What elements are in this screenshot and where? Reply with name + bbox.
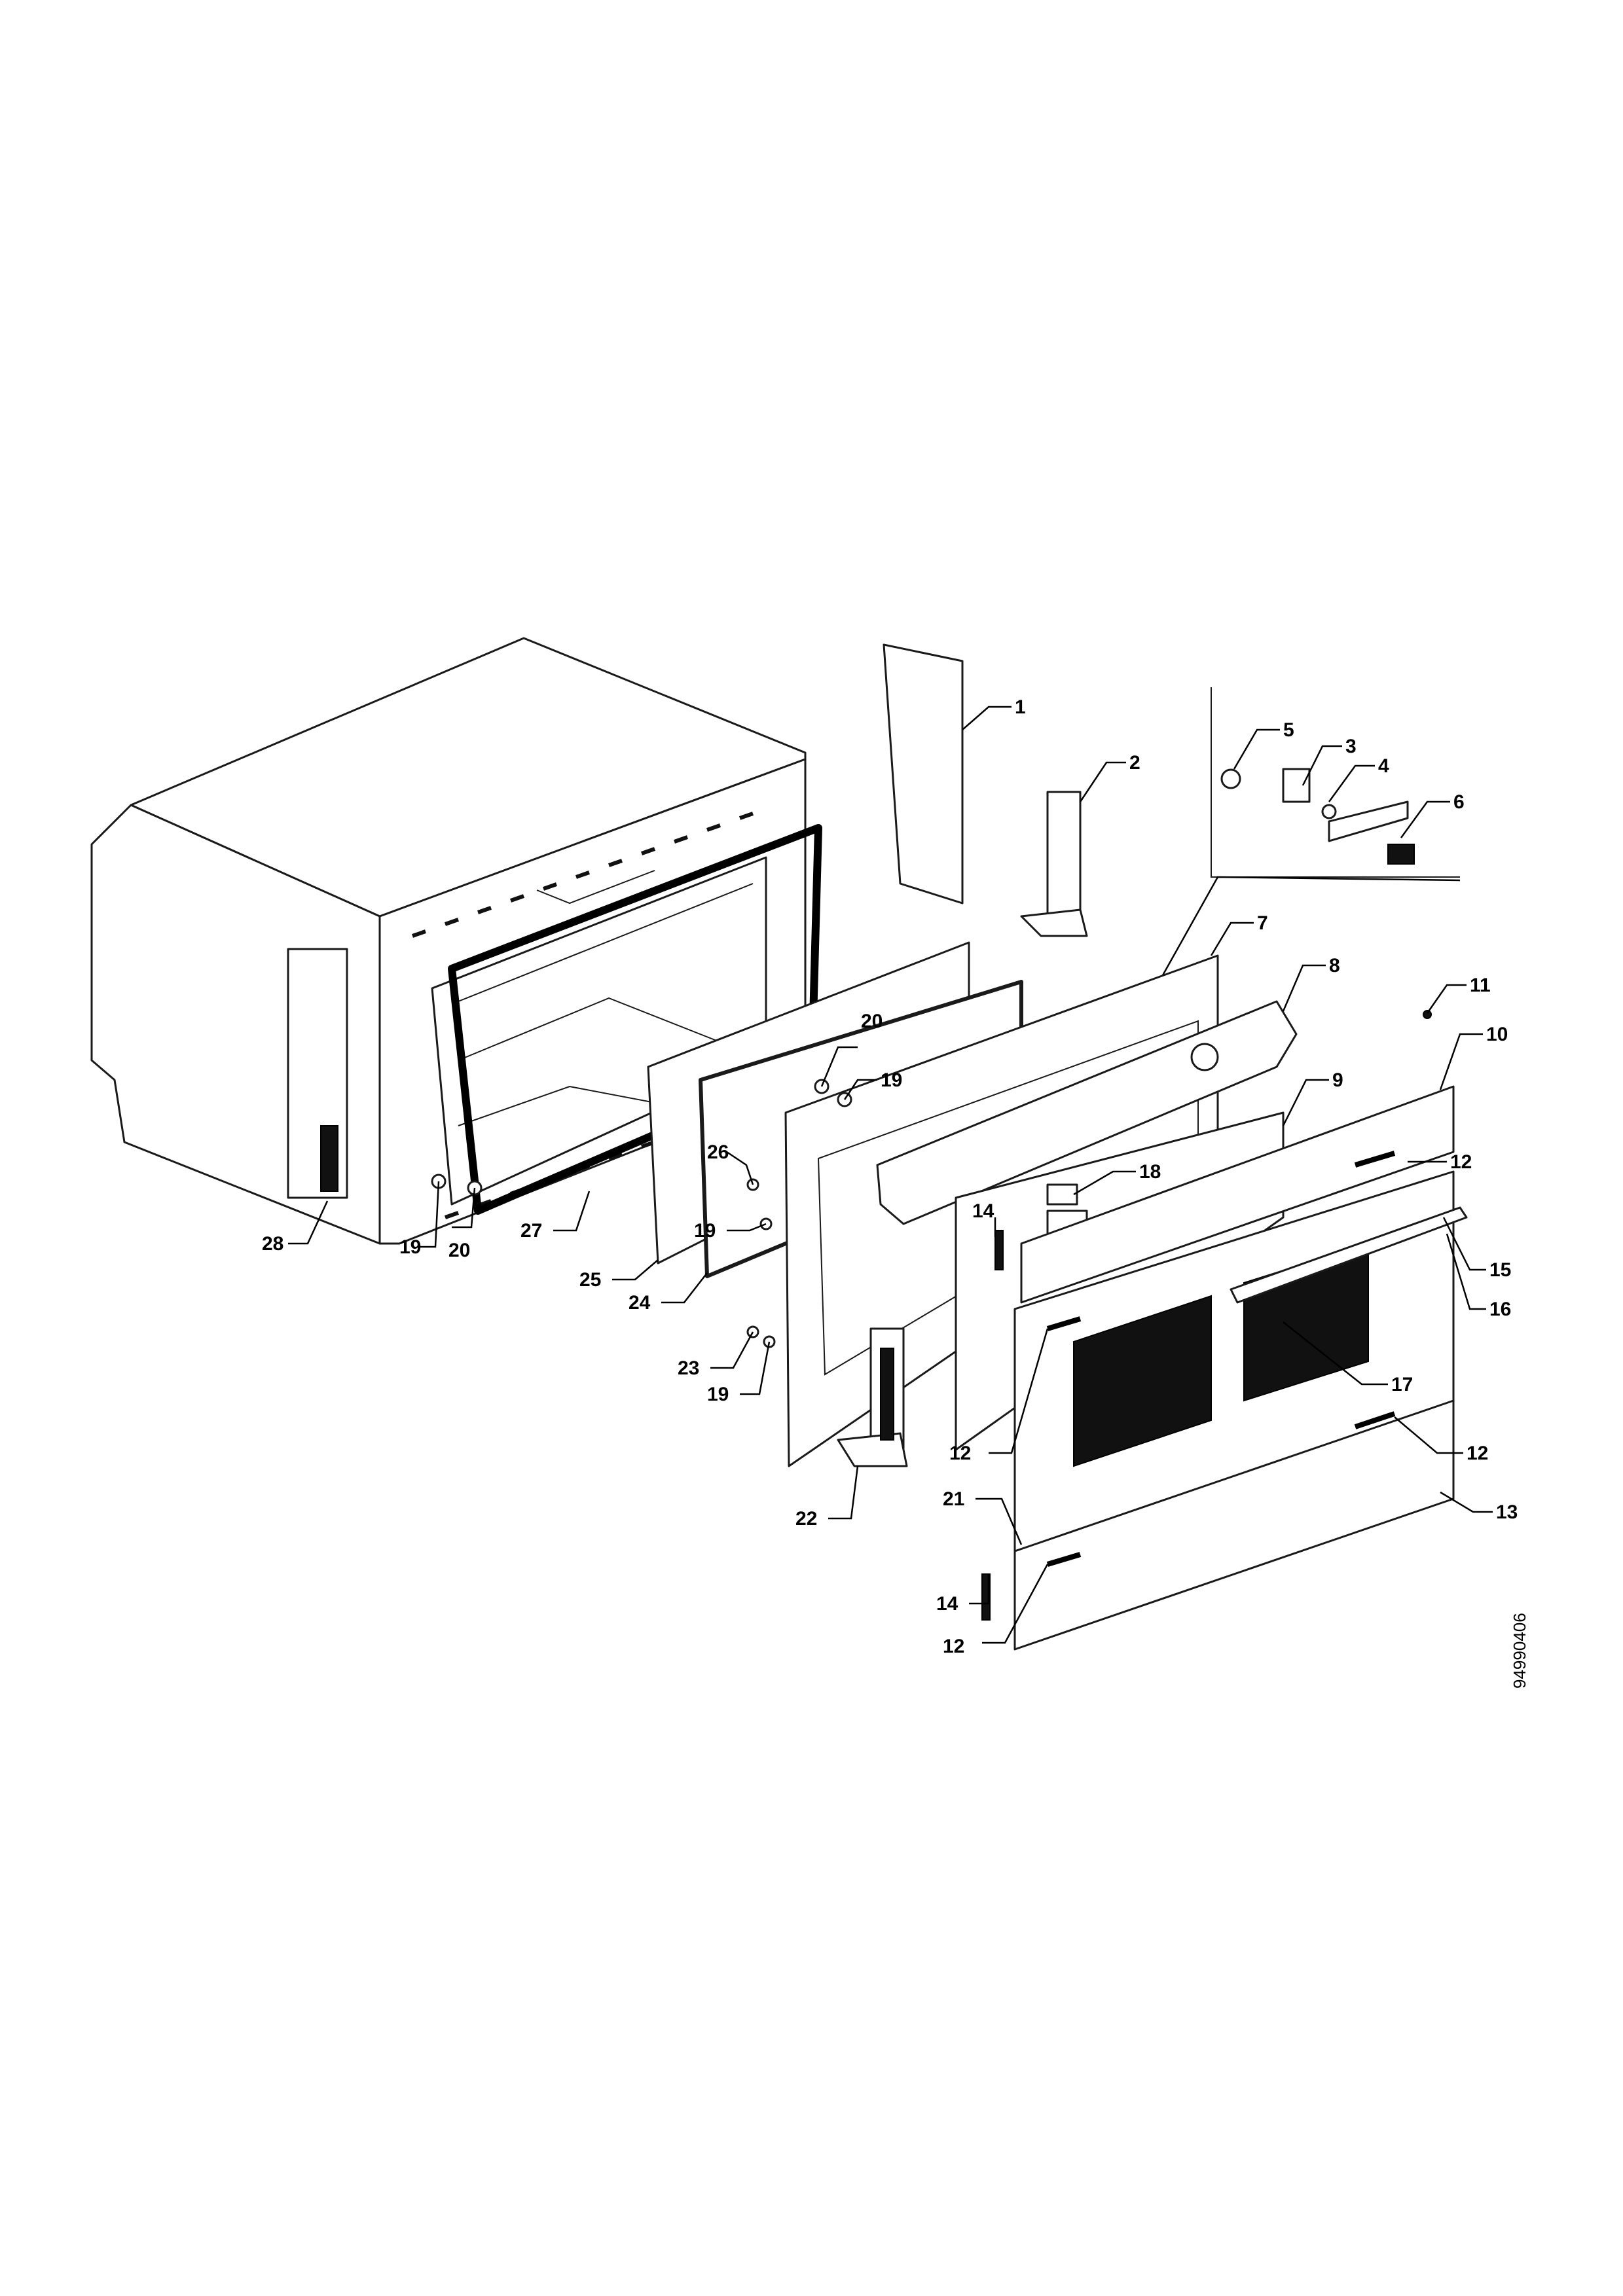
detail-frame <box>1211 687 1460 878</box>
leader-lines <box>288 706 1493 1644</box>
outer-glass-part-16 <box>1013 1170 1468 1552</box>
clip-part-14-upper <box>994 1230 1004 1270</box>
side-panel-part-1 <box>883 643 964 905</box>
callout-12-right: 12 <box>1467 1443 1488 1464</box>
callout-21: 21 <box>943 1488 964 1510</box>
callout-10: 10 <box>1486 1024 1508 1045</box>
callout-20-lower: 20 <box>448 1240 470 1261</box>
screw-part-11 <box>1423 1010 1432 1019</box>
door-handle-part-15 <box>1230 1206 1468 1304</box>
callout-20-upper: 20 <box>861 1011 883 1032</box>
bottom-strip-part-13 <box>1013 1399 1455 1651</box>
callout-5: 5 <box>1283 719 1294 741</box>
callout-22: 22 <box>795 1508 817 1530</box>
block-part-18 <box>1046 1183 1078 1206</box>
callout-2: 2 <box>1129 752 1140 774</box>
callout-28: 28 <box>262 1233 283 1255</box>
hinge-part-22 <box>837 1327 908 1467</box>
callout-18: 18 <box>1139 1161 1161 1183</box>
callout-24: 24 <box>629 1292 651 1314</box>
callout-11: 11 <box>1470 975 1491 996</box>
callout-17: 17 <box>1391 1374 1413 1395</box>
callout-14-lower: 14 <box>936 1593 958 1615</box>
callout-26: 26 <box>707 1141 729 1163</box>
callout-19-left: 19 <box>399 1236 421 1258</box>
callout-19-mid: 19 <box>694 1220 716 1242</box>
callout-6: 6 <box>1453 791 1465 813</box>
callout-13: 13 <box>1496 1501 1518 1523</box>
top-strip-part-10 <box>1020 1085 1455 1304</box>
callout-12-mid: 12 <box>949 1443 971 1464</box>
callout-19-lower: 19 <box>707 1384 729 1405</box>
callout-16: 16 <box>1489 1299 1511 1320</box>
callout-19-upper: 19 <box>881 1069 902 1091</box>
callout-12-bottom: 12 <box>943 1636 964 1657</box>
hinge-part-2 <box>1020 791 1088 937</box>
callout-15: 15 <box>1489 1259 1511 1281</box>
callout-25: 25 <box>579 1269 601 1291</box>
callout-9: 9 <box>1332 1069 1343 1091</box>
spacer-strips-part-12 <box>1046 1151 1396 1567</box>
callout-labels: 1 2 3 4 5 6 7 8 9 11 10 12 15 16 17 18 1… <box>262 696 1518 1657</box>
callout-4: 4 <box>1378 755 1389 777</box>
callout-12-top: 12 <box>1450 1151 1472 1173</box>
callout-14-upper: 14 <box>972 1200 994 1222</box>
callout-1: 1 <box>1015 696 1026 718</box>
document-number: 94990406 <box>1510 1613 1529 1689</box>
callout-27: 27 <box>520 1220 542 1242</box>
fixing-detail-parts-3-6 <box>1220 768 1415 865</box>
callout-7: 7 <box>1257 912 1268 934</box>
callout-8: 8 <box>1329 955 1340 977</box>
callout-3: 3 <box>1345 736 1357 757</box>
callout-23: 23 <box>678 1357 699 1379</box>
